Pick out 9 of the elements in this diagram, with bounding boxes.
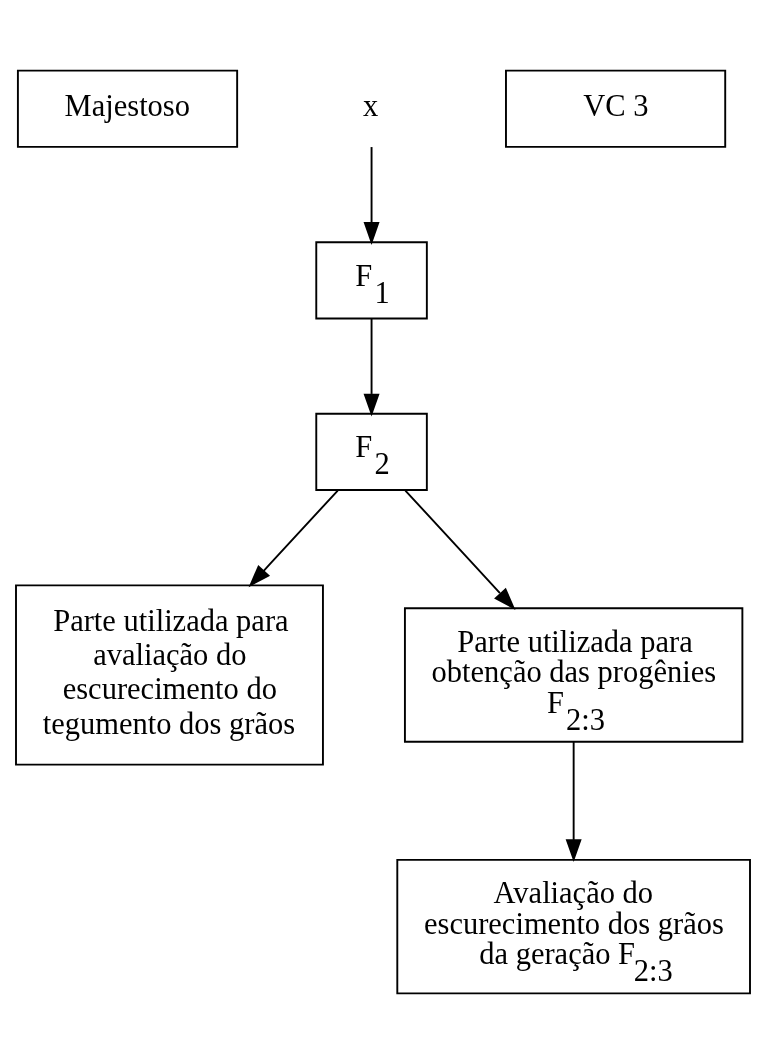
arrow (404, 489, 516, 610)
arrow (363, 146, 380, 245)
arrow (363, 317, 380, 417)
arrow (565, 741, 582, 863)
arrow (248, 489, 339, 588)
node-text: x (362, 89, 379, 123)
node-box: Parte utilizada para avaliação do escurecimento do tegumento dos grãos (15, 584, 324, 766)
node-box: VC 3 (505, 69, 727, 148)
node-box: Majestoso (16, 69, 239, 148)
